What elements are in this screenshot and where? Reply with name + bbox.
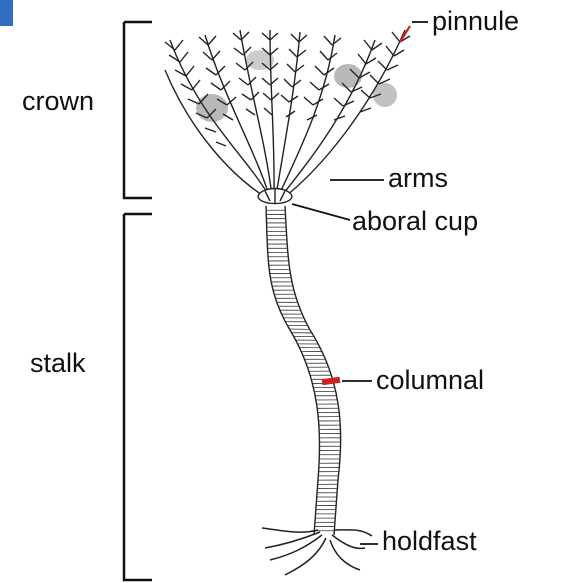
crown-bracket <box>124 22 152 198</box>
stalk-bracket <box>124 214 152 580</box>
stalk-illustration <box>266 206 341 535</box>
label-holdfast: holdfast <box>382 528 477 555</box>
crown-illustration <box>165 30 410 199</box>
aboral-cup-illustration <box>258 189 292 205</box>
label-pinnule: pinnule <box>432 8 519 35</box>
label-arms: arms <box>388 165 448 192</box>
label-aboral-cup: aboral cup <box>352 208 478 235</box>
label-stalk: stalk <box>30 350 86 377</box>
holdfast-illustration <box>262 528 372 575</box>
columnal-highlight <box>322 377 341 385</box>
leader-lines <box>292 22 428 544</box>
label-columnal: columnal <box>376 367 484 394</box>
label-crown: crown <box>22 88 94 115</box>
aboral-cup-leader <box>292 204 350 220</box>
